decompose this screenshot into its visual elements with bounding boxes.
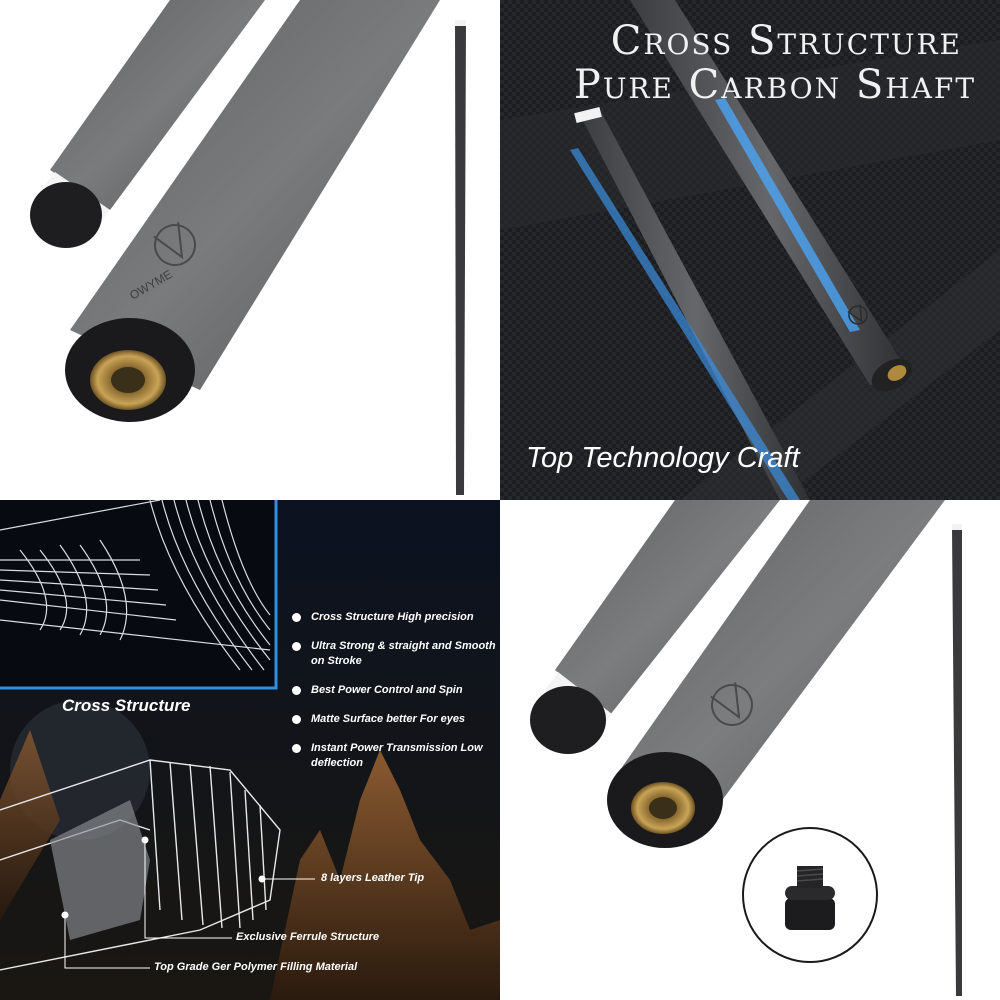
brand-logo-icon (153, 222, 196, 266)
shaft-protector-illustration (530, 500, 962, 996)
leather-tip (530, 686, 606, 754)
full-shaft-side (455, 22, 466, 495)
white-ferrule (574, 107, 602, 123)
front-shaft (620, 500, 945, 830)
bullet-icon (292, 715, 301, 724)
back-shaft (555, 500, 780, 715)
callout-leather-tip: 8 layers Leather Tip (321, 872, 425, 884)
shaft-closeup-illustration: OWYME (30, 0, 466, 495)
feature-item: Ultra Strong & straight and Smooth on St… (292, 639, 497, 669)
joint-hole (649, 797, 677, 819)
ferrule-tip-diagram (0, 759, 281, 971)
feature-item: Matte Surface better For eyes (292, 712, 497, 727)
joint-hole (111, 367, 145, 393)
subheading: Top Technology Craft (526, 442, 800, 474)
cross-structure-lines (0, 500, 271, 671)
feature-item: Cross Structure High precision (292, 610, 497, 625)
callout-lines (61, 836, 315, 969)
feature-list: Cross Structure High precision Ultra Str… (292, 610, 497, 785)
leather-tip (30, 182, 102, 248)
full-shaft-side (952, 528, 962, 996)
bullet-icon (292, 642, 301, 651)
joint-protector-thread (797, 866, 823, 888)
mountain-range (270, 750, 500, 1000)
blue-glow-front (715, 98, 860, 332)
front-shaft (70, 0, 440, 390)
joint-protector-ring (785, 886, 835, 900)
back-shaft (50, 0, 265, 210)
headline-line-1: Cross Structure (610, 18, 962, 64)
feature-item: Best Power Control and Spin (292, 683, 497, 698)
ferrule-filling (50, 800, 150, 940)
structure-diagram-background (0, 500, 500, 1000)
carbon-background (500, 0, 1000, 500)
full-shaft-ferrule (952, 524, 962, 530)
callout-ferrule: Exclusive Ferrule Structure (236, 931, 380, 943)
callout-filling: Top Grade Ger Polymer Filling Material (154, 961, 358, 973)
brass-joint-small (887, 365, 907, 381)
joint-protector-base (785, 898, 835, 930)
thread-lines (796, 868, 824, 882)
brand-logo-icon-small (847, 304, 868, 325)
brand-logo-icon (710, 682, 753, 726)
panel-shaft-with-protector (500, 500, 1000, 1000)
panel-shaft-closeup: OWYME (0, 0, 500, 500)
bullet-icon (292, 613, 301, 622)
headline-line-2: Pure Carbon Shaft (573, 62, 976, 108)
carbon-shaft-back (580, 110, 810, 500)
rock-left (0, 730, 60, 920)
bullet-icon (292, 686, 301, 695)
panel-carbon-headline: Cross Structure Pure Carbon Shaft Top Te… (500, 0, 1000, 500)
cross-structure-label: Cross Structure (62, 696, 191, 715)
panel-structure-diagram: Cross Structure Cross Structure High pre… (0, 500, 500, 1000)
blue-glow-back (570, 148, 800, 500)
bullet-icon (292, 744, 301, 753)
feature-item: Instant Power Transmission Low deflectio… (292, 741, 497, 771)
blue-frame (0, 500, 278, 690)
full-shaft-ferrule (455, 20, 466, 26)
